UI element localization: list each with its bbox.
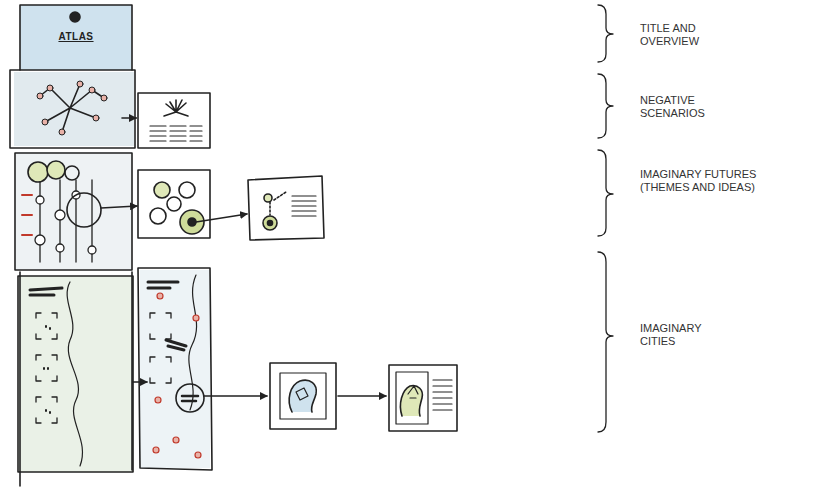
section-label: TITLE AND OVERVIEW <box>640 22 730 48</box>
bracket <box>598 252 613 432</box>
theme-circle <box>47 161 65 179</box>
idea-circle <box>263 216 277 230</box>
page-sketch <box>248 176 324 240</box>
idea-circle <box>150 208 166 224</box>
river-line <box>189 275 197 410</box>
zoom-circle <box>67 193 101 227</box>
head-sketch <box>289 380 316 412</box>
wash <box>16 152 132 270</box>
text-lines <box>150 126 202 141</box>
section-label: IMAGINARY CITIES <box>640 322 730 348</box>
bracket <box>598 5 613 62</box>
idea-dot <box>188 218 196 226</box>
section-label: IMAGINARY FUTURES (THEMES AND IDEAS) <box>640 168 772 194</box>
sketch-arrow <box>101 206 137 208</box>
page-title: ATLAS <box>20 31 132 42</box>
wash <box>140 270 210 468</box>
head-sketch <box>400 386 422 416</box>
sketch-arrow <box>204 395 267 397</box>
page-sketch <box>138 170 210 238</box>
text-lines <box>292 196 316 216</box>
wash <box>14 72 134 146</box>
star-sketch <box>164 100 188 116</box>
bracket <box>598 150 613 236</box>
heading-bar <box>30 288 62 295</box>
head-detail <box>408 386 418 398</box>
wash <box>20 5 132 70</box>
section-label: NEGATIVE SCENARIOS <box>640 94 730 120</box>
page-thumbnail: ATLAS <box>20 5 132 70</box>
page-sketch <box>138 268 212 470</box>
red-marks <box>22 195 32 235</box>
network-sketch <box>40 84 104 132</box>
idea-circle <box>154 182 170 198</box>
frame <box>396 372 428 424</box>
idea-dot <box>268 221 273 226</box>
heading-bar <box>166 340 186 350</box>
page-sketch <box>18 276 133 472</box>
page-sketch <box>15 153 132 270</box>
theme-circle <box>28 162 48 182</box>
zoom-circle <box>176 384 204 412</box>
page-sketch <box>389 365 457 431</box>
page-sketch <box>138 93 210 148</box>
idea-circle <box>179 182 195 198</box>
idea-circle <box>167 197 181 211</box>
frame-corners <box>36 313 57 423</box>
sketch-arrow <box>122 117 136 119</box>
head-detail <box>296 388 308 400</box>
sketch-arrow <box>133 381 147 383</box>
frame <box>280 373 326 419</box>
heading-bar <box>182 396 198 401</box>
text-lines <box>433 380 452 410</box>
frame-corners <box>150 313 171 383</box>
page-sketch <box>10 70 135 148</box>
idea-dot <box>264 194 272 202</box>
sketch-arrow <box>338 395 386 397</box>
theme-circle <box>65 166 79 180</box>
sketch-arrow <box>196 214 247 222</box>
strip-outline <box>20 5 132 486</box>
dots <box>44 326 50 413</box>
bracket <box>598 74 613 138</box>
river-line <box>67 282 82 466</box>
globe-dot <box>70 12 80 22</box>
heading-bar <box>148 282 178 288</box>
page-sketch <box>270 363 336 429</box>
dashed-link <box>270 192 286 215</box>
wash <box>18 276 134 472</box>
